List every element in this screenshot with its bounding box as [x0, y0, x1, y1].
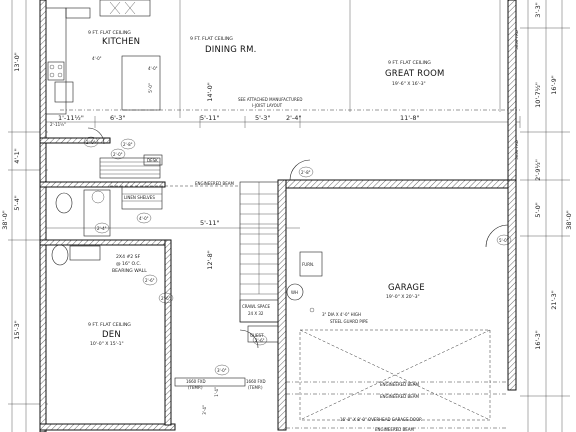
kitchen: 9 FT. FLAT CEILING KITCHEN 4'-0"	[45, 0, 161, 115]
door-tag-2: 2'-0"	[113, 152, 123, 157]
crawl-space-size: 24 X 32	[248, 311, 264, 316]
garage-label: GARAGE	[388, 283, 425, 293]
eng-beam-2: ENGINEERED BEAM	[380, 394, 420, 399]
dim-inner-9: 2'-11½"	[50, 122, 66, 127]
ceiling-dim-3: 5'-0"	[148, 83, 153, 93]
dim-right-3: 16'-9"	[550, 75, 558, 95]
left-dimension-column: 13'-0" 4'-1" 5'-4" 38'-0" 15'-3"	[1, 0, 48, 432]
dim-right-total: 38'-0"	[565, 210, 573, 230]
ceiling-dim-5: 3'-4"	[202, 405, 207, 415]
door-tag-9: 3'-0"	[217, 368, 227, 373]
garage: GARAGE 19'-0" X 20'-3" FURN. WH 3" DIA X…	[286, 251, 508, 432]
dim-right-7: 16'-3"	[534, 330, 542, 350]
door-tag-3: 2'-4"	[97, 226, 107, 231]
dim-left-4: 15'-3"	[13, 320, 21, 340]
garage-door-label: 16'-0" X 8'-0" OVERHEAD GARAGE DOOR	[340, 417, 422, 422]
den-ceiling-note: 9 FT. FLAT CEILING	[88, 322, 131, 328]
window-b-label: 1660 FXD	[246, 379, 266, 384]
steel-pipe-note-2: STEEL GUARD PIPE	[330, 319, 368, 324]
den-size: 10'-0" X 15'-1"	[90, 341, 124, 347]
bearing-wall-note: 2X4 #2 SF @ 16" O.C. BEARING WALL	[112, 254, 147, 274]
ceiling-dim-1: 14'-0"	[206, 82, 214, 102]
ceiling-dim-4: 1'-4"	[214, 387, 219, 397]
window-a-temp: (TEMP.)	[188, 385, 203, 390]
dim-right-1: 3'-3"	[534, 2, 542, 17]
exterior-walls	[39, 0, 517, 432]
door-tag-4: 4'-0"	[139, 216, 149, 221]
den-label: DEN	[102, 330, 121, 340]
dim-right-2: 10'-7½"	[534, 82, 542, 108]
dim-inner-7: 5'-11"	[200, 219, 220, 227]
eng-beam-1: ENGINEERED BEAM	[380, 382, 420, 387]
joist-note: SEE ATTACHED MANUFACTURED I-JOIST LAYOUT	[60, 97, 520, 111]
kitchen-ceiling-note: 9 FT. FLAT CEILING	[88, 30, 131, 36]
dim-inner-2: 6'-3"	[110, 114, 125, 122]
bearing-note-3: BEARING WALL	[112, 268, 147, 274]
ceiling-dim-2: 4'-0"	[148, 66, 158, 71]
door-tag-7: 2'-6"	[161, 296, 171, 301]
furnace-label: FURN.	[302, 262, 314, 267]
dim-inner-3: 5'-11"	[200, 114, 220, 122]
dim-inner-1: 4'-0"	[92, 56, 102, 61]
misc-dims: 2'-11½" 4'-0" 5'-0" 1'-4" 3'-4" 2'-8"	[50, 66, 219, 415]
bearing-note-2: @ 16" O.C.	[116, 261, 141, 267]
window-a-label: 1660 FXD	[186, 379, 206, 384]
dim-right-4: 2'-9½"	[534, 159, 542, 181]
crawl-space-label: CRAWL SPACE	[242, 304, 271, 309]
desk-label: DESK	[147, 158, 158, 163]
dim-inner-8: 12'-8"	[206, 250, 214, 270]
dim-inner-6: 11'-8"	[400, 114, 420, 122]
dim-inner-4: 5'-3"	[255, 114, 270, 122]
great-room-ceiling-note: 9 FT. FLAT CEILING	[388, 60, 431, 66]
dim-left-total: 38'-0"	[1, 210, 9, 230]
window-b-temp: (TEMP.)	[248, 385, 263, 390]
dining-room: 9 FT. FLAT CEILING DINING RM. 14'-0"	[179, 0, 257, 118]
door-tag-1: 2'-0"	[86, 140, 96, 145]
great-room: 9 FT. FLAT CEILING GREAT ROOM 19'-6" X 1…	[349, 0, 501, 112]
door-tag-6: 2'-6"	[145, 278, 155, 283]
den: 9 FT. FLAT CEILING DEN 10'-0" X 15'-1" 1…	[88, 322, 266, 390]
great-room-size: 19'-6" X 16'-3"	[392, 81, 426, 87]
kitchen-label: KITCHEN	[102, 37, 140, 47]
door-tag-10: 5'-0"	[499, 238, 509, 243]
center-utility-area: DESK LINEN SHELVES ENGINEERED BEAM	[51, 154, 240, 266]
linen-shelves-label: LINEN SHELVES	[124, 195, 155, 200]
right-dimension-column: 3'-3" 10'-7½" 16'-9" 2'-9½" 5'-0" 38'-0"…	[514, 0, 573, 432]
dim-inner-5: 2'-4"	[286, 114, 301, 122]
water-heater-label: WH	[291, 290, 298, 295]
dim-left-3: 5'-4"	[13, 195, 21, 210]
eng-beam-top: ENGINEERED BEAM	[195, 181, 235, 186]
dim-right-6: 21'-3"	[550, 290, 558, 310]
door-tags: 2'-0" 2'-0" 2'-4" 4'-0" 2'-8" 2'-6" 2'-6…	[83, 127, 512, 376]
great-room-label: GREAT ROOM	[385, 69, 445, 79]
garage-size: 19'-0" X 20'-3"	[386, 294, 420, 300]
dim-left-1: 13'-0"	[13, 52, 21, 72]
door-tag-8: 2'-6"	[255, 338, 265, 343]
eng-beam-bottom: ENGINEERED BEAM	[375, 427, 415, 432]
joist-note-1: SEE ATTACHED MANUFACTURED	[238, 97, 302, 102]
dim-right-5: 5'-0"	[534, 202, 542, 217]
dining-ceiling-note: 9 FT. FLAT CEILING	[190, 36, 233, 42]
dim-inner-10: 1'-11½"	[58, 114, 84, 122]
steel-pipe-note-1: 3" DIA X 4'-0" HIGH	[322, 312, 361, 317]
dim-left-2: 4'-1"	[13, 148, 21, 163]
joist-note-2: I-JOIST LAYOUT	[252, 103, 283, 108]
bearing-note-1: 2X4 #2 SF	[116, 254, 141, 260]
door-tag-11: 2'-8"	[123, 142, 133, 147]
dining-label: DINING RM.	[205, 45, 257, 55]
stairs: CRAWL SPACE 24 X 32 GUEST 12'-8"	[206, 181, 279, 343]
door-tag-5: 2'-8"	[301, 170, 311, 175]
mid-dimension-row: 6'-3" 5'-11" 5'-3" 2'-4" 11'-8" 5'-11" 1…	[40, 114, 521, 229]
